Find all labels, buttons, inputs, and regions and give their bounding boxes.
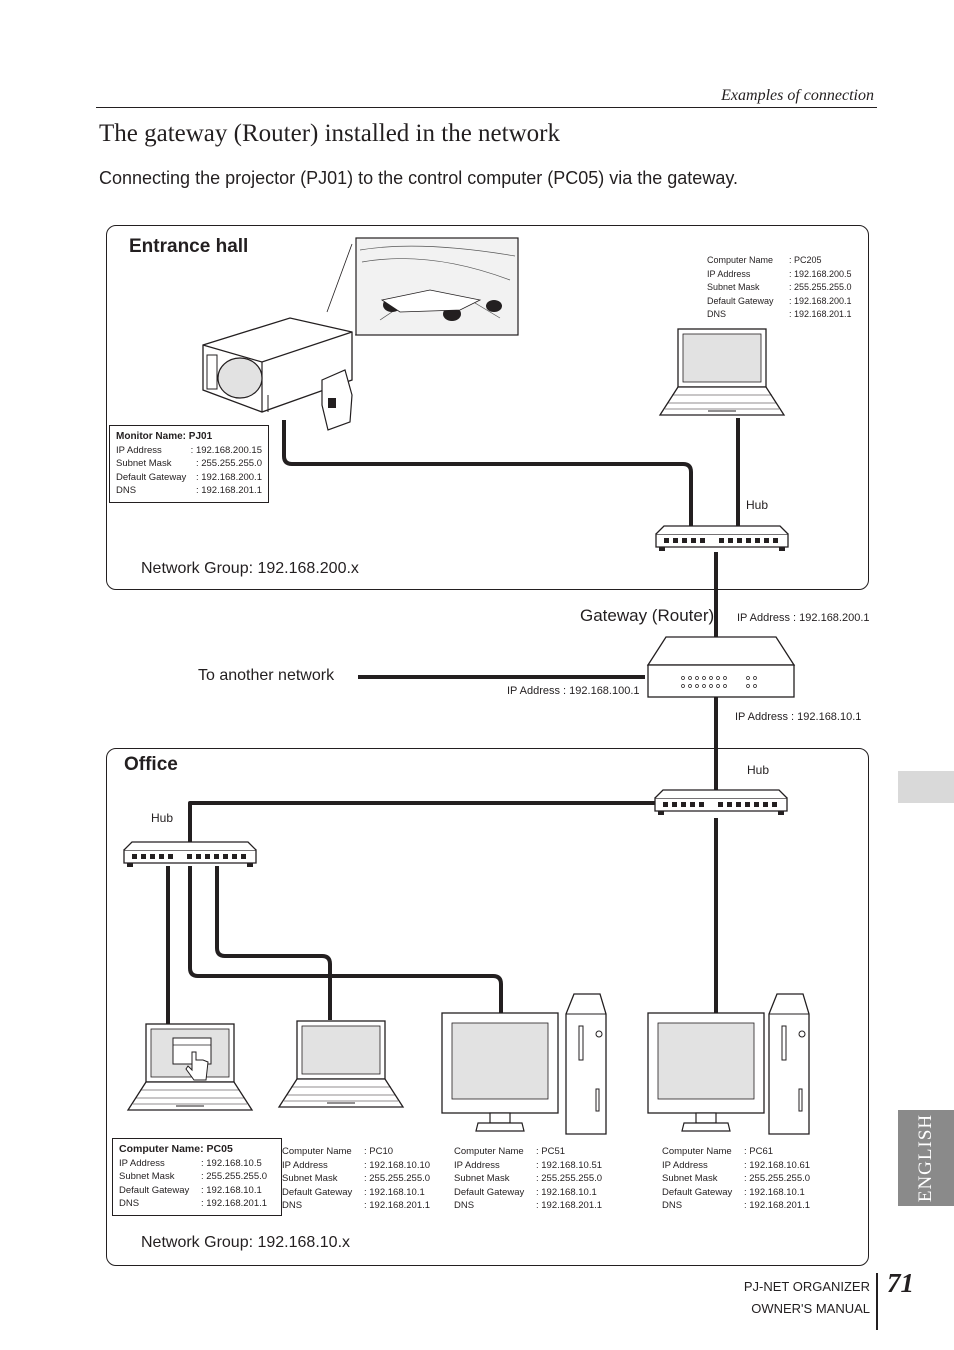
info-row: Default Gateway: 192.168.200.1 (116, 471, 262, 483)
info-row: IP Address: 192.168.10.51 (454, 1159, 603, 1171)
tower-icon (565, 993, 607, 1135)
info-row: IP Address: 192.168.10.61 (662, 1159, 811, 1171)
info-row: Subnet Mask: 255.255.255.0 (454, 1173, 603, 1184)
another-network-label: To another network (198, 667, 335, 684)
info-row: DNS: 192.168.201.1 (119, 1198, 268, 1209)
pc05-name: Computer Name: PC05 (119, 1143, 233, 1155)
info-row: Computer Name: PC51 (454, 1146, 566, 1157)
pc61-info: Computer Name: PC61 IP Address: 192.168.… (662, 1145, 810, 1213)
info-row: Subnet Mask: 255.255.255.0 (707, 282, 852, 292)
office-label: Office (124, 754, 178, 775)
side-tab-gray (898, 771, 954, 803)
monitor-icon (647, 1012, 765, 1132)
info-row: Subnet Mask: 255.255.255.0 (662, 1173, 811, 1184)
office-panel (106, 748, 869, 1266)
pc51-info: Computer Name: PC51 IP Address: 192.168.… (454, 1145, 602, 1213)
info-row: Default Gateway: 192.168.200.1 (707, 295, 852, 306)
office-hub-left-label: Hub (151, 811, 174, 825)
tower-icon (768, 993, 810, 1135)
info-row: Default Gateway: 192.168.10.1 (282, 1186, 425, 1198)
projector-name: Monitor Name: PJ01 (116, 431, 213, 442)
info-row: Computer Name: PC61 (662, 1146, 774, 1157)
info-row: DNS: 192.168.201.1 (662, 1200, 811, 1211)
footer-product: PJ-NET ORGANIZER OWNER'S MANUAL (744, 1276, 870, 1320)
pc10-info: Computer Name: PC10 IP Address: 192.168.… (282, 1145, 430, 1213)
info-row: IP Address: 192.168.10.5 (119, 1157, 262, 1169)
office-backbone-cable (188, 801, 656, 850)
laptop-icon (278, 1020, 404, 1108)
info-row: IP Address: 192.168.200.5 (707, 268, 852, 279)
header-rule (96, 107, 877, 108)
projector-icon (202, 317, 353, 431)
hub-icon (655, 525, 789, 552)
info-row: DNS: 192.168.201.1 (454, 1200, 603, 1211)
info-row: DNS: 192.168.201.1 (116, 485, 262, 496)
pc05-info-box: Computer Name: PC05 IP Address: 192.168.… (112, 1138, 282, 1216)
office-hub-right-label: Hub (747, 763, 770, 777)
info-row: Default Gateway: 192.168.10.1 (454, 1186, 597, 1198)
info-row: DNS: 192.168.201.1 (707, 309, 852, 319)
monitor-icon (441, 1012, 559, 1132)
info-row: Computer Name: PC10 (282, 1146, 394, 1157)
section-header: Examples of connection (721, 87, 874, 104)
hub-icon (123, 841, 257, 868)
entrance-network-group: Network Group: 192.168.200.x (141, 560, 359, 577)
pc205-info: Computer Name: PC205 IP Address: 192.168… (707, 254, 852, 322)
gateway-label: Gateway (Router) (580, 606, 715, 625)
gateway-ip-bottom: IP Address : 192.168.10.1 (735, 711, 862, 723)
hub-icon (654, 789, 788, 816)
laptop-icon (659, 328, 785, 416)
router-icon (646, 636, 796, 698)
gateway-ip-left: IP Address : 192.168.100.1 (507, 685, 640, 697)
info-row: Default Gateway: 192.168.10.1 (662, 1186, 805, 1198)
page-number: 71 (887, 1268, 914, 1298)
footer-line-2: OWNER'S MANUAL (751, 1301, 870, 1316)
info-row: IP Address: 192.168.10.10 (282, 1159, 431, 1171)
gateway-ip-top: IP Address : 192.168.200.1 (737, 612, 870, 624)
entrance-hall-panel (106, 225, 869, 590)
office-network-group: Network Group: 192.168.10.x (141, 1234, 351, 1251)
projector-info-box: Monitor Name: PJ01 IP Address: 192.168.2… (109, 425, 269, 503)
info-row: Subnet Mask: 255.255.255.0 (282, 1173, 431, 1184)
info-row: DNS: 192.168.201.1 (282, 1200, 431, 1211)
info-row: Subnet Mask: 255.255.255.0 (116, 458, 262, 469)
hand-pointer-icon (172, 1037, 212, 1081)
page-subtitle: Connecting the projector (PJ01) to the c… (99, 168, 738, 188)
info-row: IP Address: 192.168.200.15 (116, 444, 262, 456)
entrance-hall-label: Entrance hall (129, 236, 249, 257)
laptop-icon (127, 1023, 253, 1111)
entrance-hub-label: Hub (746, 498, 769, 512)
projector-cable (282, 420, 693, 530)
footer-rule (876, 1273, 878, 1330)
language-tab[interactable]: ENGLISH (898, 1110, 954, 1206)
info-row: Computer Name: PC205 (707, 255, 822, 265)
pc10-cable (215, 866, 332, 1020)
info-row: Subnet Mask: 255.255.255.0 (119, 1171, 268, 1182)
page-title: The gateway (Router) installed in the ne… (99, 120, 560, 147)
info-row: Default Gateway: 192.168.10.1 (119, 1184, 262, 1196)
footer-line-1: PJ-NET ORGANIZER (743, 1279, 870, 1294)
projected-image (355, 237, 519, 336)
pc51-cable (188, 866, 503, 1015)
